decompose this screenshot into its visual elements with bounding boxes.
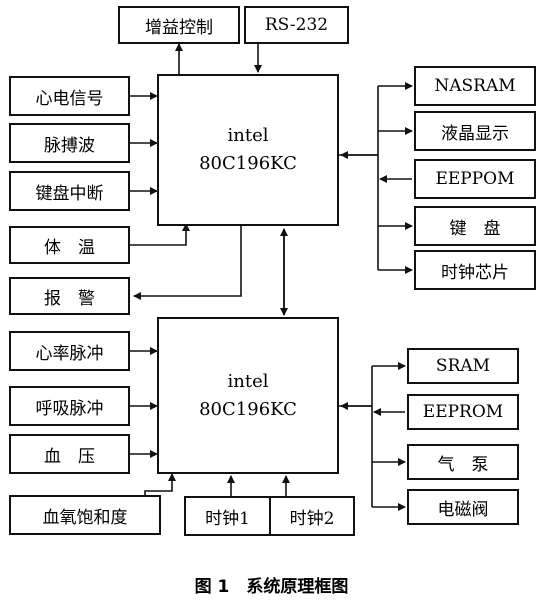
arrow-alarm	[133, 226, 242, 300]
spo2-box: 血氧饱和度	[9, 495, 161, 535]
gain-control-box: 增益控制	[118, 6, 240, 44]
clock1-box: 时钟1	[184, 496, 271, 536]
pulse-wave-box: 脉搏波	[9, 123, 130, 163]
cpu-upper-line1: intel	[227, 125, 269, 146]
eeppom-box: EEPPOM	[414, 159, 536, 199]
cpu-lower: intel 80C196KC	[157, 317, 339, 474]
cpu-lower-line1: intel	[227, 370, 269, 392]
cpu-lower-line2: 80C196KC	[199, 398, 297, 420]
nasram-box: NASRAM	[414, 66, 536, 106]
ecg-signal-box: 心电信号	[9, 76, 130, 116]
solenoid-valve-box: 电磁阀	[407, 489, 519, 525]
eeprom-box: EEPROM	[407, 394, 519, 430]
key-interrupt-box: 键盘中断	[9, 171, 130, 211]
breath-pulse-box: 呼吸脉冲	[9, 386, 130, 426]
cpu-upper-line2: 80C196KC	[199, 153, 297, 174]
alarm-box: 报 警	[9, 277, 130, 315]
arrow-temperature	[130, 223, 190, 246]
clock-chip-box: 时钟芯片	[414, 250, 536, 290]
temperature-box: 体 温	[9, 226, 130, 264]
heart-rate-pulse-box: 心率脉冲	[9, 331, 130, 371]
cpu-upper: intel 80C196KC	[157, 74, 339, 226]
air-pump-box: 气 泵	[407, 444, 519, 480]
rs232-box: RS-232	[244, 6, 349, 44]
blood-pressure-box: 血 压	[9, 434, 130, 474]
figure-caption: 图 1 系统原理框图	[194, 577, 349, 597]
sram-box: SRAM	[407, 348, 519, 384]
clock2-box: 时钟2	[269, 496, 355, 536]
lcd-display-box: 液晶显示	[414, 111, 536, 151]
keyboard-box: 键 盘	[414, 206, 536, 246]
